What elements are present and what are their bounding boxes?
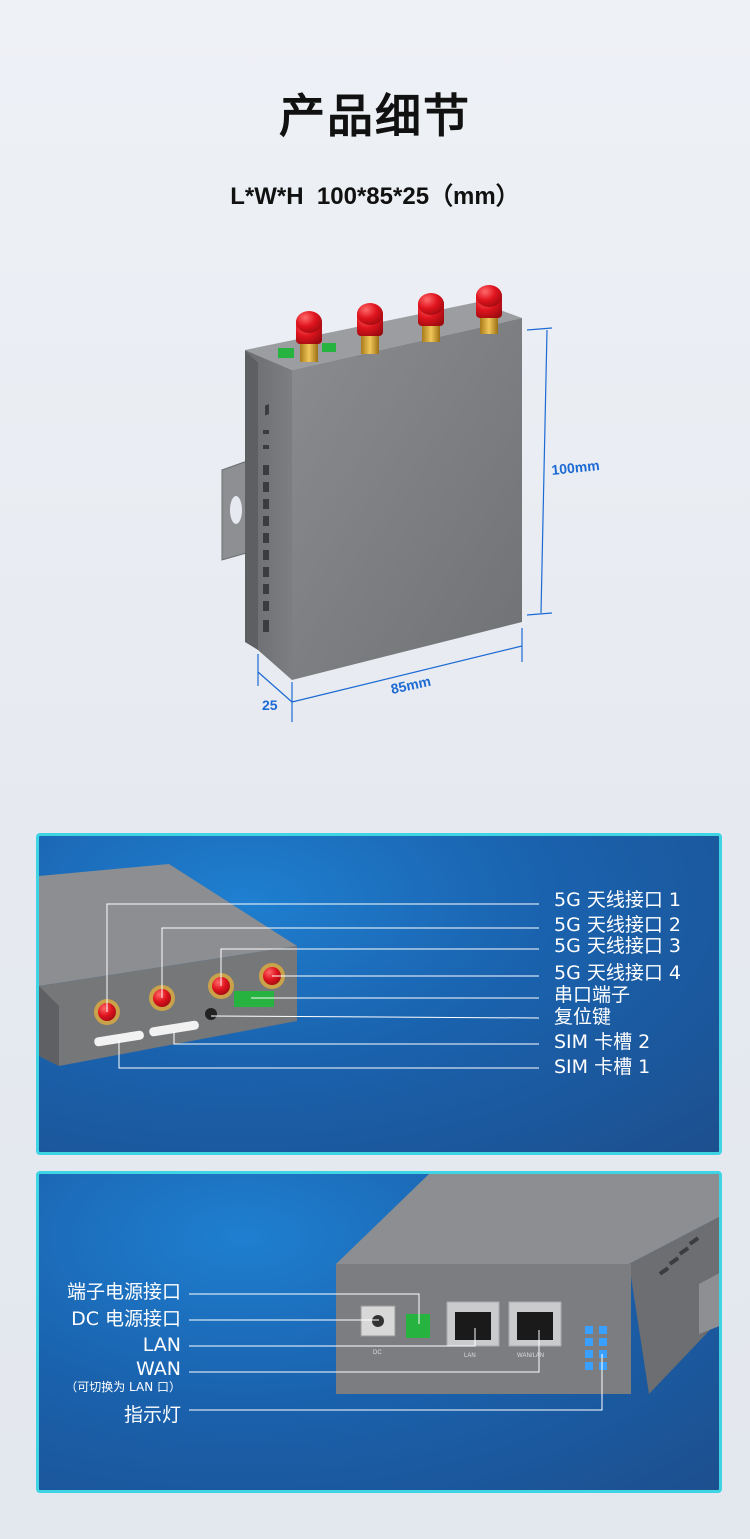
label-dc-power: DC 电源接口 xyxy=(71,1308,181,1330)
dimensions-caption: L*W*H 100*85*25（mm） xyxy=(230,183,520,210)
sim-slot-2 xyxy=(149,1020,199,1037)
height-label: 100mm xyxy=(551,457,601,478)
label-5g-antenna-1: 5G 天线接口 1 xyxy=(554,889,681,911)
label-wan: WAN xyxy=(136,1358,181,1380)
svg-text:WAN/LAN: WAN/LAN xyxy=(517,1353,544,1359)
label-5g-antenna-4: 5G 天线接口 4 xyxy=(554,962,681,984)
label-5g-antenna-3: 5G 天线接口 3 xyxy=(554,935,681,957)
serial-terminal xyxy=(234,991,274,1007)
indicator-lights xyxy=(585,1326,607,1370)
label-terminal-power: 端子电源接口 xyxy=(66,1281,181,1303)
detail-panel-ports: DC LAN WAN/LAN 端子电源接口 DC 电源接口 LAN WAN （可… xyxy=(36,1171,722,1493)
dimension-lines xyxy=(257,327,553,722)
antenna-1-icon xyxy=(296,311,322,362)
front-face xyxy=(292,318,522,680)
antenna-side-render xyxy=(39,864,540,1069)
bracket-hole xyxy=(230,496,242,524)
product-render: 100mm 85mm 25 xyxy=(221,285,601,722)
page-title: 产品细节 xyxy=(279,89,471,143)
power-terminal xyxy=(406,1314,430,1338)
depth-label: 25 xyxy=(262,697,278,713)
svg-text:DC: DC xyxy=(373,1350,382,1356)
antenna-2-icon xyxy=(357,303,383,354)
vent-slots xyxy=(263,404,269,632)
reset-button xyxy=(205,1008,217,1020)
label-reset-button: 复位键 xyxy=(554,1006,612,1028)
label-sim-slot-2: SIM 卡槽 2 xyxy=(554,1031,651,1053)
sim-slot-1 xyxy=(94,1030,144,1047)
label-wan-note: （可切换为 LAN 口） xyxy=(65,1380,181,1394)
label-lan: LAN xyxy=(142,1334,181,1356)
antenna-3-icon xyxy=(418,293,444,342)
antenna-4-icon xyxy=(476,285,502,334)
label-sim-slot-1: SIM 卡槽 1 xyxy=(554,1056,651,1078)
svg-text:LAN: LAN xyxy=(464,1353,476,1359)
side-face xyxy=(245,350,292,680)
port-side-render: DC LAN WAN/LAN xyxy=(189,1174,719,1411)
terminal-block xyxy=(278,348,294,358)
label-indicator: 指示灯 xyxy=(123,1404,181,1426)
detail-panel-antennas: 5G 天线接口 1 5G 天线接口 2 5G 天线接口 3 5G 天线接口 4 … xyxy=(36,833,722,1155)
label-5g-antenna-2: 5G 天线接口 2 xyxy=(554,914,681,936)
label-serial-terminal: 串口端子 xyxy=(554,984,631,1006)
